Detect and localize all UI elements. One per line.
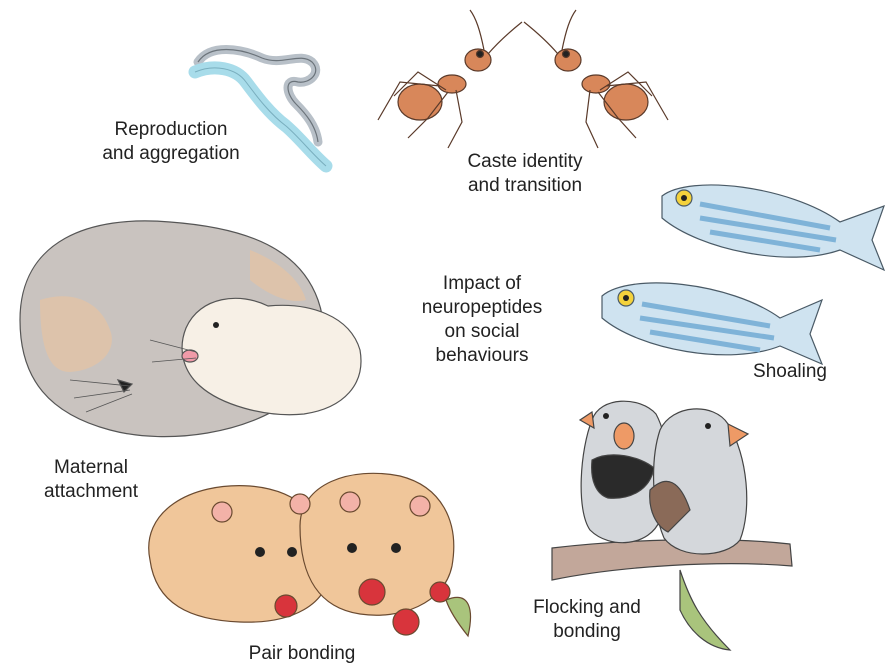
center-line: neuropeptides xyxy=(412,296,552,320)
label-flocking: Flocking and bonding xyxy=(512,596,662,644)
center-line: Impact of xyxy=(412,272,552,296)
label-line: Pair bonding xyxy=(232,642,372,666)
label-caste: Caste identity and transition xyxy=(450,150,600,198)
label-pair-bonding: Pair bonding xyxy=(232,642,372,666)
center-line: behaviours xyxy=(412,344,552,368)
center-label: Impact of neuropeptides on social behavi… xyxy=(412,272,552,368)
label-line: Caste identity xyxy=(450,150,600,174)
label-maternal: Maternal attachment xyxy=(36,456,146,504)
label-shoaling: Shoaling xyxy=(740,360,840,384)
label-line: Flocking and xyxy=(512,596,662,620)
label-reproduction: Reproduction and aggregation xyxy=(86,118,256,166)
label-line: and transition xyxy=(450,174,600,198)
label-line: attachment xyxy=(36,480,146,504)
label-line: and aggregation xyxy=(86,142,256,166)
label-line: Maternal xyxy=(36,456,146,480)
ants-icon xyxy=(378,10,668,148)
label-line: Shoaling xyxy=(740,360,840,384)
voles-icon xyxy=(149,473,471,636)
label-line: Reproduction xyxy=(86,118,256,142)
mother-pup-icon xyxy=(20,221,361,437)
zebrafish-icon xyxy=(602,185,884,364)
label-line: bonding xyxy=(512,620,662,644)
center-line: on social xyxy=(412,320,552,344)
